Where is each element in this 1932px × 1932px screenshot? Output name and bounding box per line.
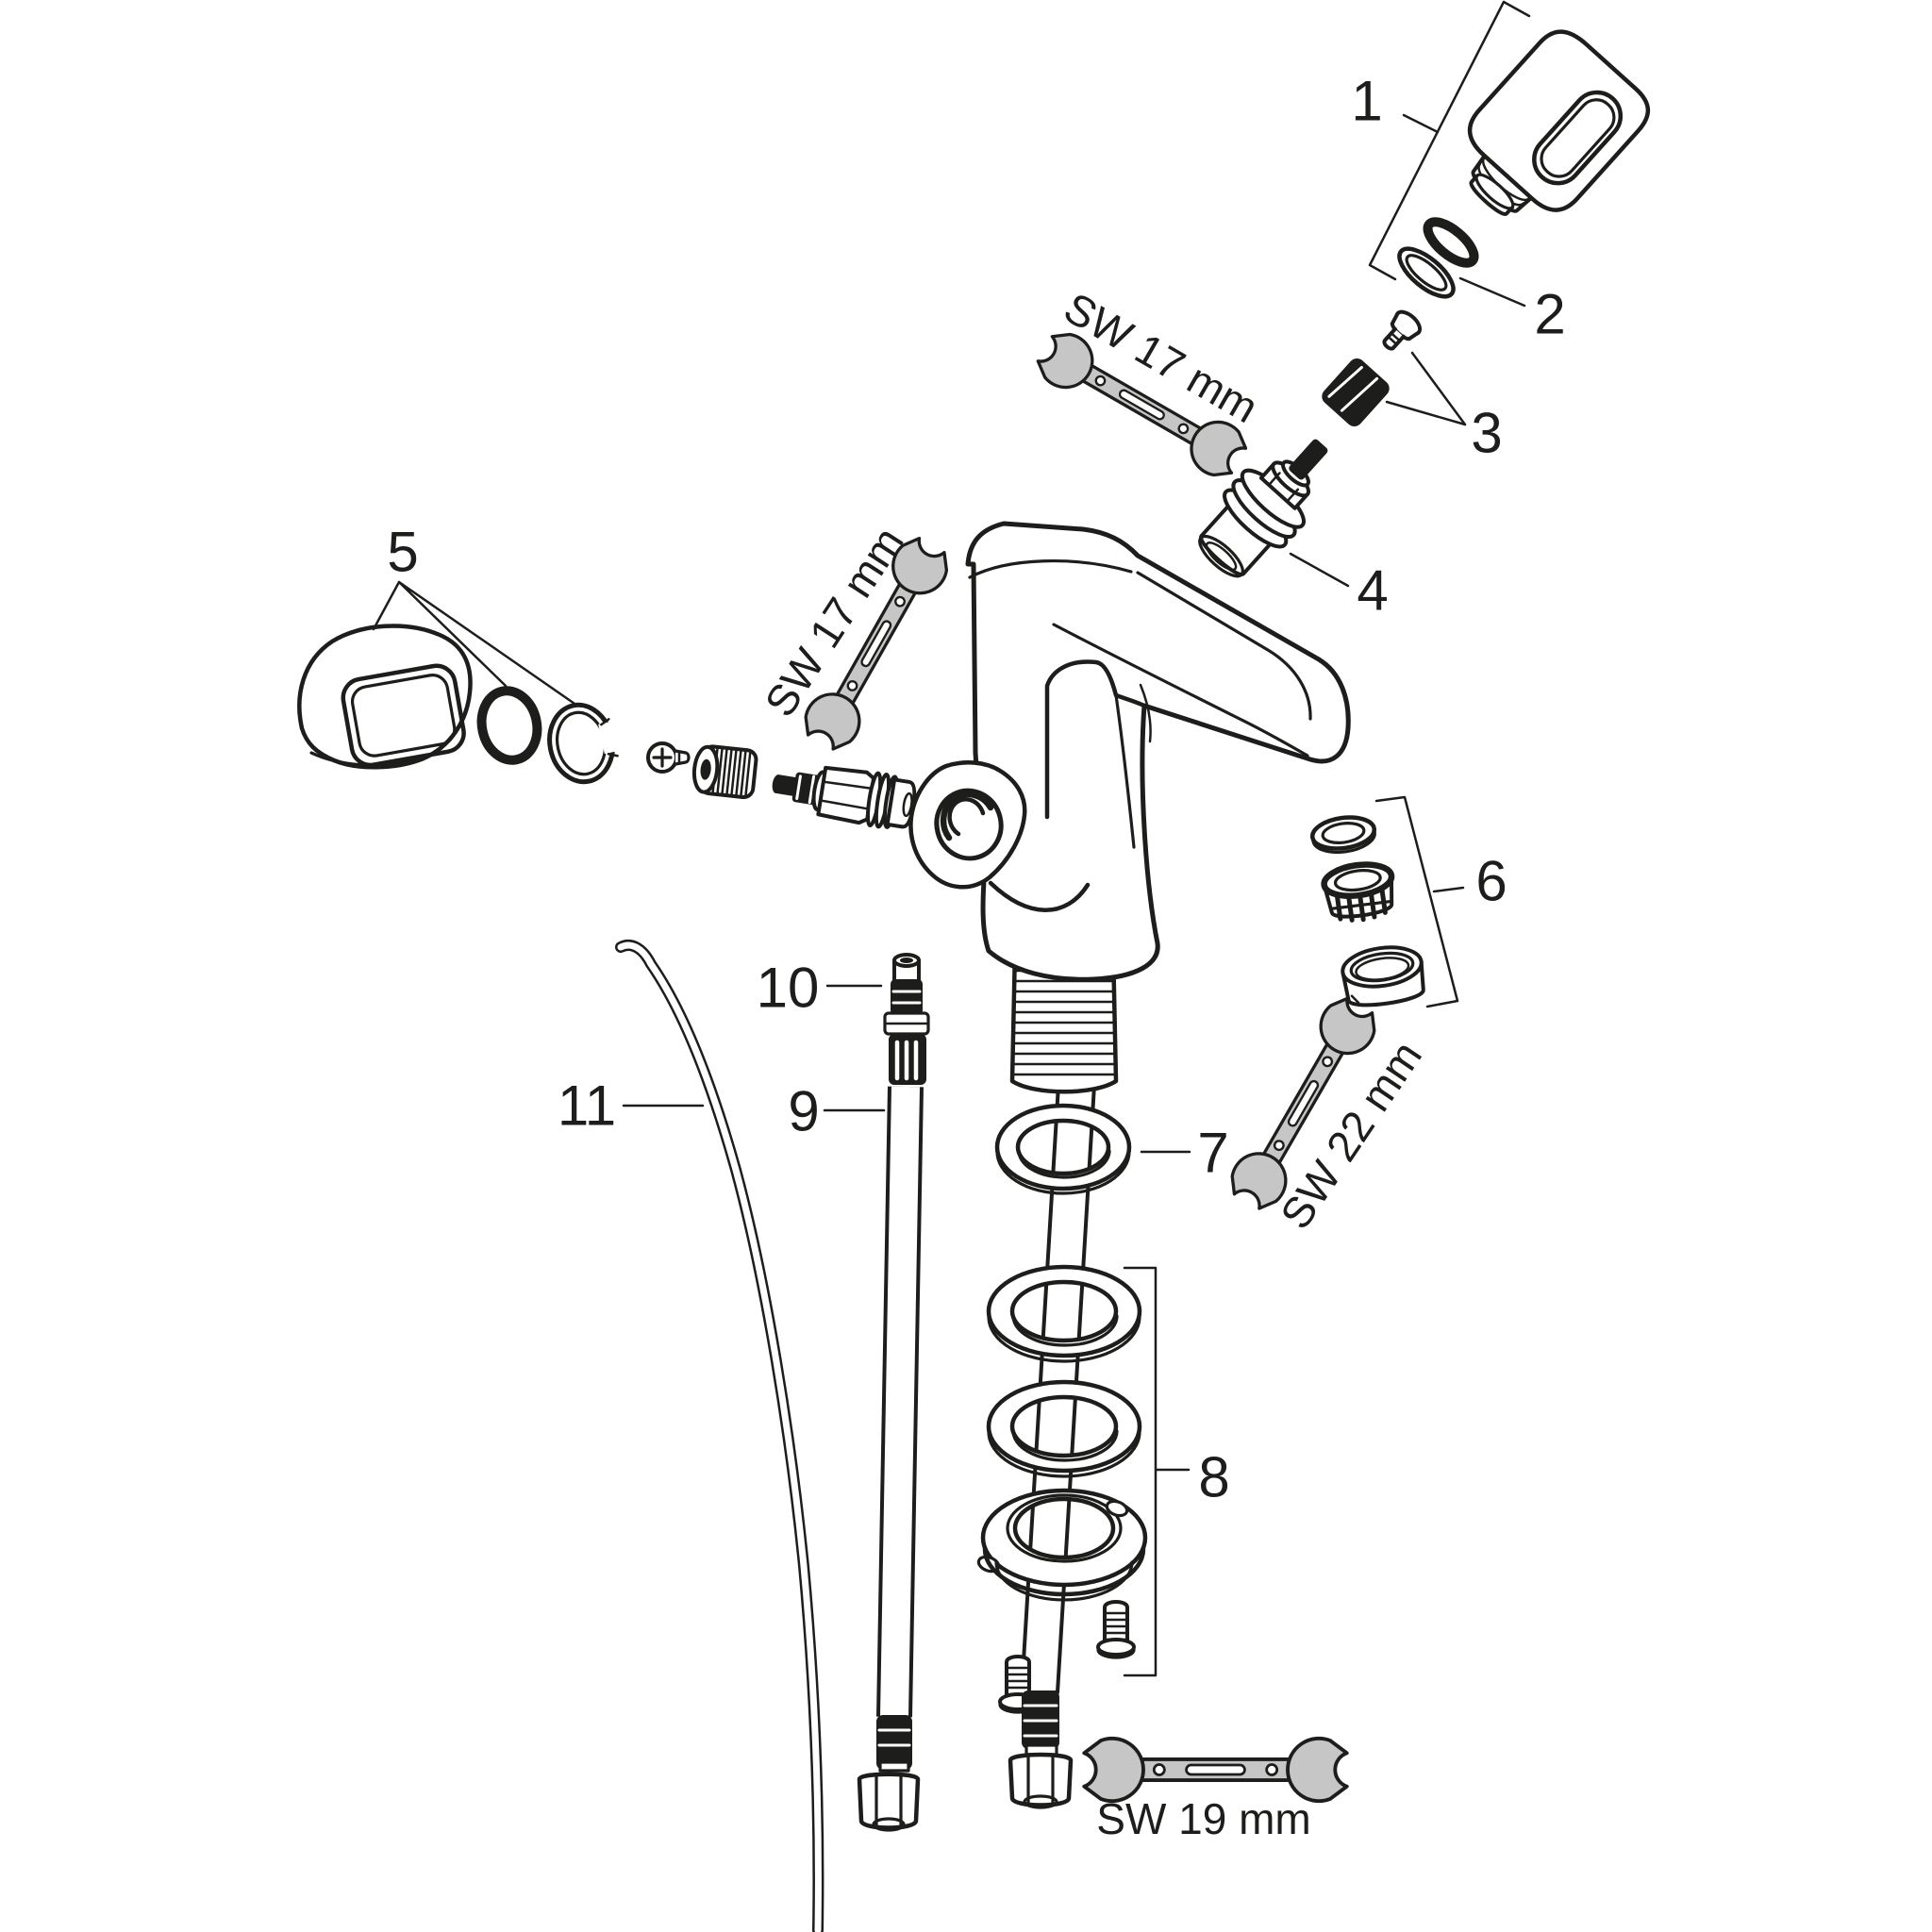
part-label-2: 2 xyxy=(1534,283,1565,346)
part-label-10: 10 xyxy=(757,957,820,1020)
leader-5 xyxy=(372,580,579,708)
side-cartridge xyxy=(772,765,917,829)
pipe-end-nut xyxy=(1008,1690,1074,1809)
hose-end-nut xyxy=(857,1715,921,1832)
wrench-sw19 xyxy=(1082,1736,1349,1804)
handle-cap-group xyxy=(297,624,917,829)
snap-ring xyxy=(547,702,629,785)
spacer-ring xyxy=(1397,246,1456,299)
side-port xyxy=(908,760,1027,890)
tool-label-sw19: SW 19 mm xyxy=(1096,1794,1310,1843)
aerator-set xyxy=(1309,815,1425,1008)
part-label-3: 3 xyxy=(1471,402,1502,465)
aerator-ring xyxy=(1341,945,1425,1008)
part-label-6: 6 xyxy=(1475,850,1507,913)
part-label-9: 9 xyxy=(788,1080,819,1143)
screw-and-sleeve xyxy=(1322,309,1423,426)
aerator-insert xyxy=(1321,861,1395,923)
cap-shell xyxy=(297,624,473,770)
base-washer xyxy=(994,1103,1132,1195)
part-label-7: 7 xyxy=(1197,1122,1228,1185)
part-label-5: 5 xyxy=(387,521,418,584)
bracket-8 xyxy=(1123,1266,1191,1677)
leader-1 xyxy=(1368,0,1531,281)
part-label-1: 1 xyxy=(1351,70,1382,133)
handle-assembly xyxy=(1397,29,1651,299)
mounting-stud xyxy=(1096,1600,1136,1659)
knurled-knob xyxy=(691,744,758,800)
part-label-8: 8 xyxy=(1198,1446,1229,1509)
leader-lines xyxy=(372,0,1531,1677)
leader-3 xyxy=(1385,351,1467,426)
hose-connector-top xyxy=(883,953,930,1085)
part-label-11: 11 xyxy=(558,1074,616,1138)
mounting-flange xyxy=(976,1488,1148,1602)
part-label-4: 4 xyxy=(1357,559,1388,623)
o-ring xyxy=(476,686,542,765)
leader-2 xyxy=(1458,276,1526,308)
connection-hose xyxy=(857,953,930,1832)
handle-o-ring xyxy=(1423,217,1479,268)
bracket-6 xyxy=(1374,795,1465,1008)
leader-4 xyxy=(1289,552,1350,588)
aerator-washer xyxy=(1309,815,1377,855)
cartridge xyxy=(1198,439,1328,578)
fastening-set xyxy=(976,1264,1148,1714)
phillips-screw xyxy=(646,741,691,774)
pull-rod xyxy=(615,940,824,1932)
